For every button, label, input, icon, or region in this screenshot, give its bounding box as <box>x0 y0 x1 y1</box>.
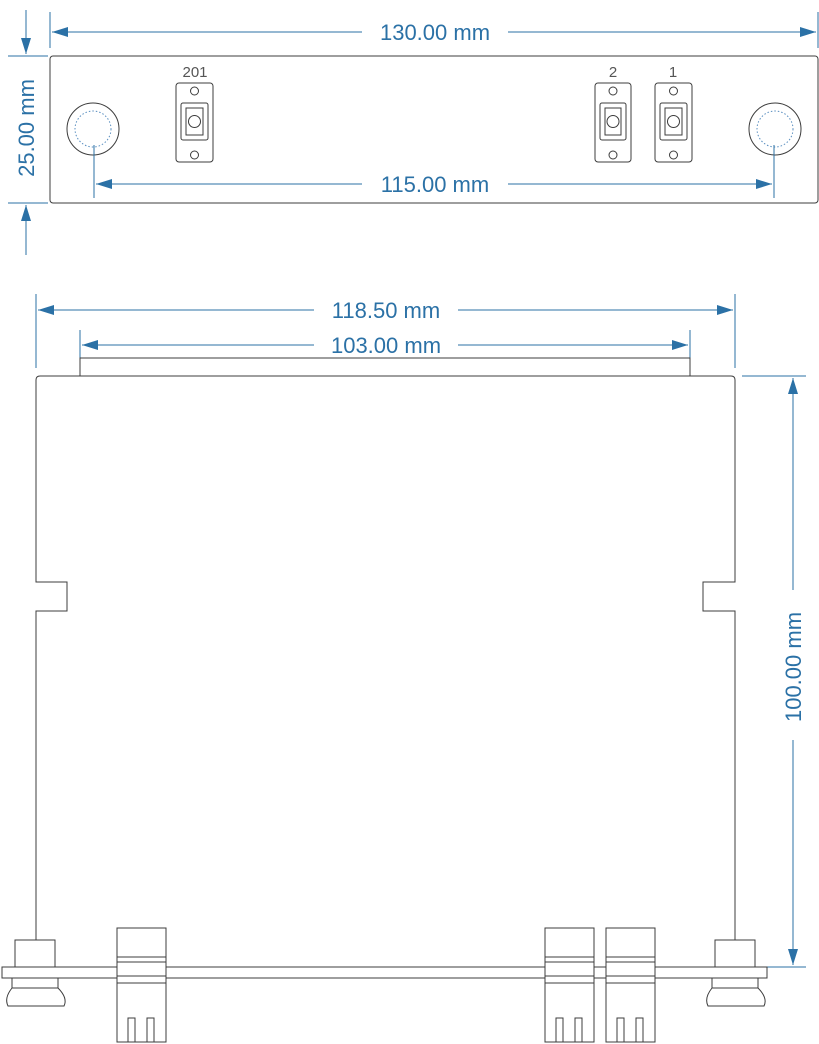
board-width-label: 118.50 mm <box>332 298 440 323</box>
adapter-2: 2 <box>594 64 632 163</box>
top-view: 118.50 mm 103.00 mm 100.00 mm <box>1 294 806 1043</box>
front-panel-outline <box>49 55 819 204</box>
hole-spacing-label: 115.00 mm <box>381 172 489 197</box>
dim-hole-spacing: 115.00 mm <box>93 145 775 198</box>
port-label-2: 2 <box>609 64 617 81</box>
adapter-201: 201 <box>175 64 214 163</box>
dim-board-depth: 100.00 mm <box>742 375 806 968</box>
thumbscrew-left <box>6 939 66 1007</box>
mounting-hole-left <box>66 102 120 156</box>
board-depth-label: 100.00 mm <box>781 612 806 722</box>
dim-top-plate-width: 103.00 mm <box>79 330 691 358</box>
top-plate-width-label: 103.00 mm <box>331 333 441 358</box>
port-label-201: 201 <box>182 64 207 81</box>
thumbscrew-right <box>706 939 766 1007</box>
connector-2-side <box>544 927 595 1043</box>
dim-front-width: 130.00 mm <box>49 12 819 48</box>
front-width-label: 130.00 mm <box>380 20 490 45</box>
adapter-1: 1 <box>654 64 693 163</box>
front-panel-view: 130.00 mm 25.00 mm <box>8 10 819 255</box>
mounting-hole-right <box>748 102 802 156</box>
front-height-label: 25.00 mm <box>14 79 39 177</box>
connector-201-side <box>116 927 167 1043</box>
dim-board-width: 118.50 mm <box>35 294 736 368</box>
board-outline <box>35 375 736 966</box>
top-plate <box>79 357 691 377</box>
port-label-1: 1 <box>669 64 677 81</box>
faceplate-bar <box>1 966 768 979</box>
dim-front-height: 25.00 mm <box>8 10 48 255</box>
connector-1-side <box>605 927 656 1043</box>
